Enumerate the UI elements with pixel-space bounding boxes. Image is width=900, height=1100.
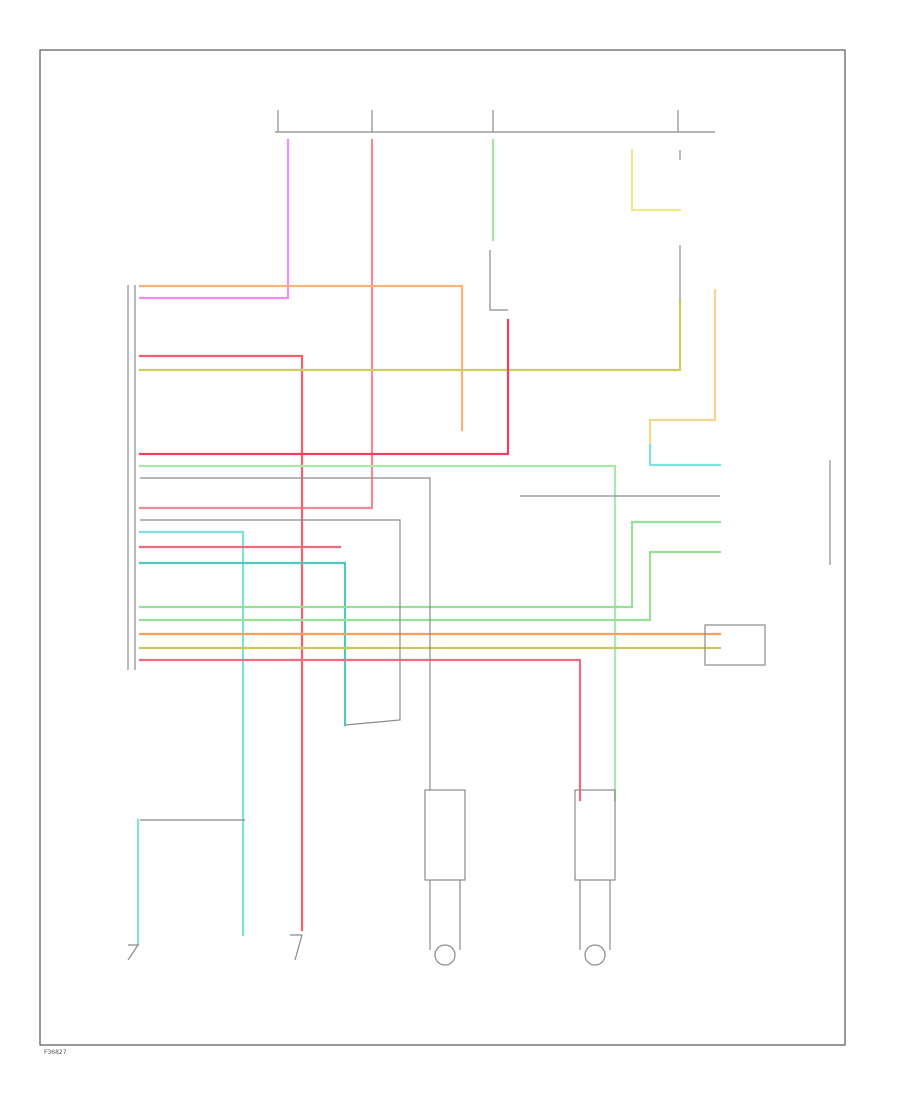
wire-olive xyxy=(138,298,682,372)
wire-green-bottom xyxy=(138,520,722,609)
diagram-border xyxy=(39,49,846,1046)
wire-violet xyxy=(138,138,290,300)
wire-orange xyxy=(138,284,464,432)
wire-red xyxy=(138,354,304,932)
wire-cyan-bottom xyxy=(648,443,722,467)
fuse-group xyxy=(277,110,679,132)
wire-pink-red xyxy=(138,138,374,510)
wire-green-light xyxy=(138,464,617,802)
wire-group xyxy=(136,138,722,947)
gray-connectors xyxy=(127,150,831,966)
diagram-id: F36827 xyxy=(44,1049,67,1056)
module-connector-column xyxy=(127,285,136,670)
wire-pink-bottom xyxy=(138,658,582,802)
wire-green-second xyxy=(138,550,722,622)
wire-cyan xyxy=(138,530,245,937)
wire-red-bold xyxy=(138,318,510,456)
wire-yellow xyxy=(630,148,682,212)
wire-teal xyxy=(138,561,347,727)
wire-tan xyxy=(648,288,717,447)
